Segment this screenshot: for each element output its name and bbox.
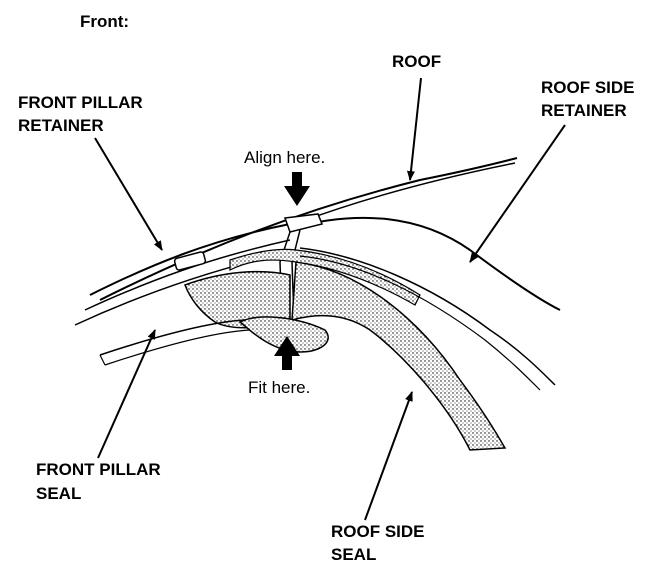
- front-pillar-retainer-label-line1: FRONT PILLAR: [18, 93, 143, 112]
- roof-side-retainer-leader: [469, 124, 566, 263]
- roof-leader: [406, 77, 422, 181]
- roof-side-seal-label-line1: ROOF SIDE: [331, 522, 425, 541]
- roof-side-retainer-shape: [289, 216, 561, 311]
- roof-side-seal-label-line2: SEAL: [331, 545, 377, 564]
- fit-here-label: Fit here.: [248, 378, 311, 397]
- front-pillar-seal-label-line1: FRONT PILLAR: [36, 460, 161, 479]
- align-here-label: Align here.: [244, 148, 326, 167]
- roof-side-seal-leader: [364, 391, 413, 521]
- front-pillar-retainer-label-line2: RETAINER: [18, 116, 104, 135]
- roof-side-retainer-label-line1: ROOF SIDE: [541, 78, 635, 97]
- fit-arrow-icon: [274, 336, 300, 370]
- page-title: Front:: [80, 12, 130, 31]
- roof-side-retainer-label-line2: RETAINER: [541, 101, 627, 120]
- roof-side-seal-shape: [291, 261, 507, 451]
- front-pillar-retainer-shape: [89, 223, 291, 296]
- roof-label: ROOF: [392, 52, 442, 71]
- front-pillar-seal-leader: [97, 329, 156, 459]
- align-arrow-icon: [284, 172, 310, 206]
- front-pillar-seal-label-line2: SEAL: [36, 484, 82, 503]
- front-pillar-retainer-leader: [94, 137, 163, 251]
- roof-panel: [99, 157, 518, 301]
- roof-edge: [299, 162, 516, 223]
